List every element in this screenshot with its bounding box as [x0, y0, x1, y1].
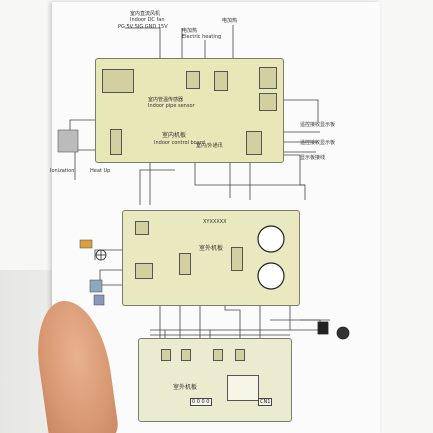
indoor-relay	[186, 71, 200, 89]
outdoor-chip-b	[135, 263, 153, 279]
board2-code: XYXXXXX	[203, 219, 227, 225]
bottom-chip-a	[161, 349, 171, 361]
bottom-chip-c	[213, 349, 223, 361]
left-label-1: Ionization	[50, 168, 75, 174]
board2-title-cn: 室外机板	[199, 245, 224, 252]
bottom-chip-d	[235, 349, 245, 361]
indoor-chip-a	[102, 69, 134, 93]
right-label-2: 遥控接收显示板	[300, 140, 336, 146]
outdoor-relay	[179, 253, 191, 275]
board1-title-en: Indoor control board	[154, 140, 205, 146]
indoor-control-board: 室内机板 Indoor control board 室内管温传感器 Indoor…	[95, 58, 284, 163]
right-label-3: 显示板接线	[300, 155, 326, 161]
top-label-en: Indoor DC fan	[130, 17, 165, 23]
indoor-chip-c	[259, 93, 277, 111]
fuse-label-cn: 电加热	[222, 18, 238, 24]
board1-sub-en: Indoor pipe sensor	[148, 103, 195, 109]
indoor-relay-2	[214, 71, 228, 91]
indoor-chip-b	[259, 67, 277, 89]
heater-label-cn: 电加热	[182, 28, 198, 34]
outdoor-relay-2	[231, 247, 243, 271]
heater-label-en: Electric heating	[182, 34, 222, 40]
board1-bottom-cn: 室内/外通讯	[196, 143, 223, 149]
top-terminals: PG 5V SIG GND 15V	[118, 24, 168, 30]
outdoor-chip-a	[135, 221, 149, 235]
outdoor-board: XYXXXXX 室外机板	[122, 210, 300, 306]
bottom-chip-b	[181, 349, 191, 361]
bottom-connector: CN1	[258, 398, 273, 406]
bottom-terminal: 0 0 0 0	[190, 398, 212, 406]
bottom-board: 室外机板	[138, 338, 292, 422]
indoor-terminal-block	[110, 129, 122, 155]
indoor-terminal-block-2	[246, 131, 262, 155]
left-label-2: Heat Up	[90, 168, 111, 174]
bottom-display	[227, 375, 259, 401]
top-label-cn: 室内直流风机	[130, 11, 161, 17]
board1-sub-cn: 室内管温传感器	[148, 97, 184, 103]
board3-title-cn: 室外机板	[173, 384, 198, 391]
capacitor-icons	[257, 225, 285, 290]
right-label-1: 遥控接收显示板	[300, 122, 336, 128]
board1-title-cn: 室内机板	[162, 132, 187, 139]
